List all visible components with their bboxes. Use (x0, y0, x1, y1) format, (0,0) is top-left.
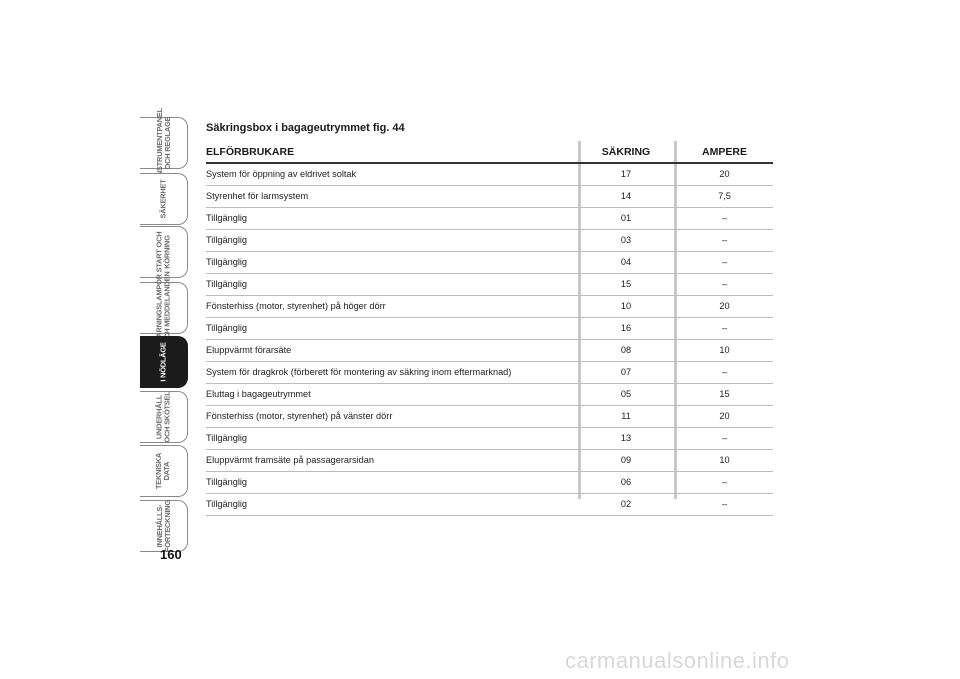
section-title: Säkringsbox i bagageutrymmet fig. 44 (206, 122, 405, 134)
fuse-cell: 13 (620, 433, 632, 443)
ampere-cell: – (721, 433, 728, 443)
chapter-tab-label: UNDERHÅLL OCH SKÖTSEL (154, 391, 172, 443)
table-row: System för dragkrok (förberett för monte… (206, 362, 773, 384)
ampere-cell: 15 (719, 389, 730, 399)
ampere-cell: – (721, 213, 728, 223)
ampere-cell: – (721, 279, 728, 289)
fuse-table: ELFÖRBRUKARE SÄKRING AMPERE System för ö… (206, 141, 773, 516)
fuse-cell: 08 (620, 345, 632, 355)
fuse-cell: 04 (620, 257, 632, 267)
chapter-tab[interactable]: SÄKERHET (140, 173, 188, 225)
header-fuse: SÄKRING (601, 146, 651, 158)
table-row: Fönsterhiss (motor, styrenhet) på höger … (206, 296, 773, 318)
chapter-tab[interactable]: VARNINGSLAMPOR OCH MEDDELANDEN (140, 272, 188, 344)
chapter-tab-label: INNEHÅLLS- FÖRTECKNING (154, 500, 172, 552)
chapter-tab-label: TEKNISKA DATA (154, 452, 172, 490)
consumer-cell: Tillgänglig (206, 279, 248, 289)
chapter-tab[interactable]: INNEHÅLLS- FÖRTECKNING (140, 500, 188, 552)
table-row: Tillgänglig 15 – (206, 274, 773, 296)
consumer-cell: Tillgänglig (206, 477, 248, 487)
chapter-tab-label: INSTRUMENTPANEL OCH REGLAGE (154, 108, 172, 178)
consumer-cell: Eluttag i bagageutrymmet (206, 389, 311, 399)
table-row: Tillgänglig 16 – (206, 318, 773, 340)
ampere-cell: 10 (719, 345, 730, 355)
consumer-cell: Tillgänglig (206, 323, 248, 333)
ampere-cell: 20 (719, 411, 730, 421)
consumer-cell: System för dragkrok (förberett för monte… (206, 367, 512, 377)
consumer-cell: System för öppning av eldrivet soltak (206, 169, 357, 179)
consumer-cell: Tillgänglig (206, 235, 248, 245)
ampere-cell: – (721, 499, 728, 509)
fuse-cell: 16 (620, 323, 632, 333)
chapter-tab-label: VARNINGSLAMPOR OCH MEDDELANDEN (154, 271, 172, 345)
ampere-cell: – (721, 367, 728, 377)
column-divider (578, 141, 581, 499)
ampere-cell: – (721, 257, 728, 267)
ampere-cell: 20 (719, 301, 730, 311)
fuse-cell: 15 (620, 279, 632, 289)
consumer-cell: Eluppvärmt förarsäte (206, 345, 292, 355)
consumer-cell: Tillgänglig (206, 499, 248, 509)
fuse-cell: 10 (620, 301, 632, 311)
column-divider (674, 141, 677, 499)
header-consumer: ELFÖRBRUKARE (206, 146, 295, 158)
fuse-cell: 14 (620, 191, 632, 201)
ampere-cell: – (721, 477, 728, 487)
fuse-cell: 01 (620, 213, 632, 223)
consumer-cell: Tillgänglig (206, 433, 248, 443)
fuse-cell: 06 (620, 477, 632, 487)
ampere-cell: 7,5 (718, 191, 731, 201)
consumer-cell: Styrenhet för larmsystem (206, 191, 309, 201)
table-body: System för öppning av eldrivet soltak 17 2… (206, 164, 773, 516)
watermark: carmanualsonline.info (565, 648, 790, 673)
consumer-cell: Tillgänglig (206, 257, 248, 267)
chapter-tab[interactable]: UNDERHÅLL OCH SKÖTSEL (140, 391, 188, 443)
table-row: Eluppvärmt förarsäte 08 10 (206, 340, 773, 362)
header-ampere: AMPERE (702, 146, 747, 158)
chapter-tab-label: START OCH KÖRNING (154, 231, 172, 273)
consumer-cell: Eluppvärmt framsäte på passagerarsidan (206, 455, 375, 465)
fuse-cell: 09 (620, 455, 632, 465)
chapter-tab[interactable]: I NÖDLÄGE (140, 336, 188, 388)
fuse-cell: 02 (620, 499, 632, 509)
ampere-cell: – (721, 323, 728, 333)
table-row: Eluppvärmt framsäte på passagerarsidan 09… (206, 450, 773, 472)
ampere-cell: 10 (719, 455, 730, 465)
fuse-cell: 07 (620, 367, 632, 377)
consumer-cell: Fönsterhiss (motor, styrenhet) på höger … (206, 301, 386, 311)
table-row: Tillgänglig 03 – (206, 230, 773, 252)
table-header: ELFÖRBRUKARE SÄKRING AMPERE (206, 141, 773, 164)
ampere-cell: 20 (719, 169, 730, 179)
chapter-tab[interactable]: TEKNISKA DATA (140, 445, 188, 497)
chapter-tab[interactable]: INSTRUMENTPANEL OCH REGLAGE (140, 108, 188, 178)
fuse-cell: 11 (621, 411, 631, 421)
table-row: Fönsterhiss (motor, styrenhet) på vänste… (206, 406, 773, 428)
chapter-tab-label: SÄKERHET (158, 179, 168, 219)
table-row: Tillgänglig 02 – (206, 494, 773, 516)
table-row: Eluttag i bagageutrymmet 05 15 (206, 384, 773, 406)
table-row: Styrenhet för larmsystem 14 7,5 (206, 186, 773, 208)
consumer-cell: Tillgänglig (206, 213, 248, 223)
consumer-cell: Fönsterhiss (motor, styrenhet) på vänste… (206, 411, 393, 421)
table-row: Tillgänglig 13 – (206, 428, 773, 450)
table-row: Tillgänglig 04 – (206, 252, 773, 274)
ampere-cell: – (721, 235, 728, 245)
page-number: 160 (160, 547, 182, 562)
chapter-tab-label: I NÖDLÄGE (158, 342, 168, 382)
chapter-tab[interactable]: START OCH KÖRNING (140, 226, 188, 278)
table-row: Tillgänglig 06 – (206, 472, 773, 494)
fuse-cell: 17 (620, 169, 632, 179)
table-row: System för öppning av eldrivet soltak 17 2… (206, 164, 773, 186)
fuse-cell: 03 (620, 235, 632, 245)
fuse-cell: 05 (620, 389, 632, 399)
table-row: Tillgänglig 01 – (206, 208, 773, 230)
